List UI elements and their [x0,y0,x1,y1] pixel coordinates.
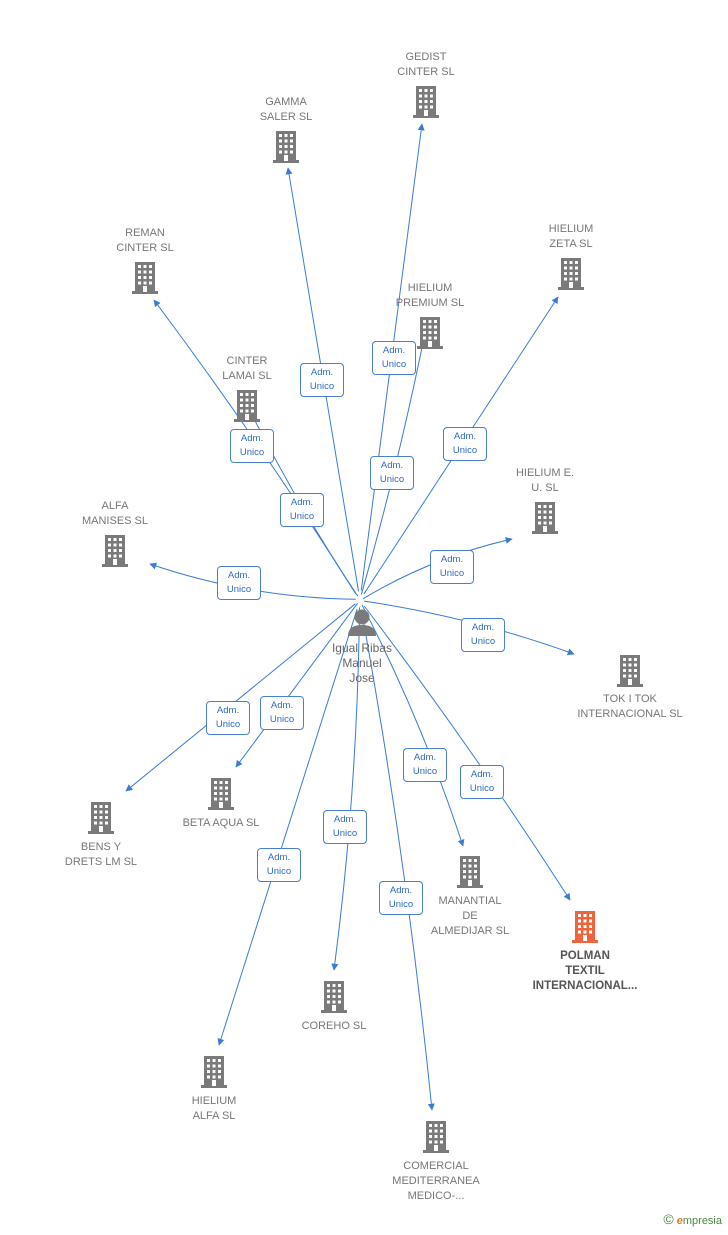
relation-badge-gedist: Adm. Unico [372,341,416,375]
company-label-hielium-eu[interactable]: HIELIUM E. U. SL [515,467,575,494]
watermark: © empresia [663,1211,722,1227]
edge-beta-aqua [235,603,358,768]
building-icon-bens-y-drets[interactable] [88,802,114,834]
company-label-gedist[interactable]: GEDIST CINTER SL [397,51,455,78]
company-label-cinter-lamai[interactable]: CINTER LAMAI SL [222,355,272,382]
relation-badge-hielium-premium: Adm. Unico [370,456,414,490]
relation-badge-coreho: Adm. Unico [323,810,367,844]
relation-badge-tok-i-tok: Adm. Unico [461,618,505,652]
relation-badge-cinter-lamai: Adm. Unico [280,493,324,527]
relation-badge-beta-aqua: Adm. Unico [260,696,304,730]
building-icon-hielium-alfa[interactable] [201,1056,227,1088]
edge-polman [363,605,571,901]
building-icon-beta-aqua[interactable] [208,778,234,810]
building-icon-comercial[interactable] [423,1121,449,1153]
building-icon-hielium-eu[interactable] [532,502,558,534]
building-icon-polman[interactable] [572,911,598,943]
company-label-beta-aqua[interactable]: BETA AQUA SL [182,817,260,829]
building-icon-coreho[interactable] [321,981,347,1013]
company-label-hielium-premium[interactable]: HIELIUM PREMIUM SL [395,282,465,309]
relation-badge-reman: Adm. Unico [230,429,274,463]
company-label-coreho[interactable]: COREHO SL [301,1020,367,1032]
building-icon-hielium-zeta[interactable] [558,258,584,290]
edge-comercial [360,610,435,1111]
center-person-name[interactable]: Igual Ribas Manuel Jose [331,641,393,685]
relation-badge-manantial: Adm. Unico [403,748,447,782]
relation-badge-hielium-alfa: Adm. Unico [257,848,301,882]
company-label-manantial[interactable]: MANANTIAL DE ALMEDIJAR SL [430,895,510,937]
relation-badge-bens-y-drets: Adm. Unico [206,701,250,735]
building-icon-tok-i-tok[interactable] [617,655,643,687]
company-label-hielium-alfa[interactable]: HIELIUM ALFA SL [191,1095,237,1122]
brand-initial: e [676,1215,683,1227]
edge-hielium-alfa [217,608,358,1046]
relation-badge-comercial: Adm. Unico [379,881,423,915]
building-icon-cinter-lamai[interactable] [234,390,260,422]
building-icon-gedist[interactable] [413,86,439,118]
relation-badge-hielium-eu: Adm. Unico [430,550,474,584]
building-icon-reman[interactable] [132,262,158,294]
company-label-alfa-manises[interactable]: ALFA MANISES SL [81,500,149,527]
building-icon-hielium-premium[interactable] [417,317,443,349]
relation-badge-alfa-manises: Adm. Unico [217,566,261,600]
company-label-hielium-zeta[interactable]: HIELIUM ZETA SL [548,223,594,250]
person-icon [348,609,376,636]
building-icon-gamma[interactable] [273,131,299,163]
relation-badge-polman: Adm. Unico [460,765,504,799]
edge-coreho [331,607,360,971]
edges-layer [125,123,575,1111]
brand-name: mpresia [682,1215,722,1227]
building-icon-manantial[interactable] [457,856,483,888]
edge-bens-y-drets [125,603,356,792]
building-icon-alfa-manises[interactable] [102,535,128,567]
company-label-comercial[interactable]: COMERCIAL MEDITERRANEA MEDICO-... [392,1160,480,1202]
company-label-tok-i-tok[interactable]: TOK I TOK INTERNACIONAL SL [577,693,683,720]
company-label-reman[interactable]: REMAN CINTER SL [116,227,174,254]
company-label-polman[interactable]: POLMAN TEXTIL INTERNACIONAL... [532,950,638,992]
relation-badge-gamma: Adm. Unico [300,363,344,397]
relation-badge-hielium-zeta: Adm. Unico [443,427,487,461]
company-label-bens-y-drets[interactable]: BENS Y DRETS LM SL [64,841,138,868]
company-label-gamma[interactable]: GAMMA SALER SL [259,96,313,123]
copyright-symbol: © [663,1211,674,1227]
edge-manantial [361,604,465,847]
